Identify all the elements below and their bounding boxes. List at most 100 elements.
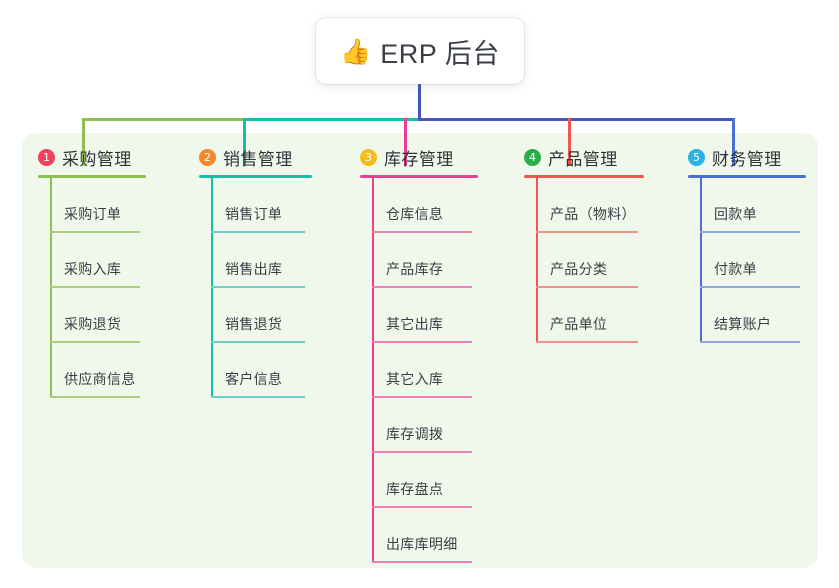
column-title: 财务管理 bbox=[712, 149, 782, 169]
menu-item-underline bbox=[536, 231, 638, 233]
menu-item-underline bbox=[372, 231, 472, 233]
menu-item-underline bbox=[372, 396, 472, 398]
menu-item[interactable]: 回款单 bbox=[688, 178, 806, 233]
column-header-5[interactable]: 5 财务管理 bbox=[688, 145, 806, 169]
column-badge-4: 4 bbox=[524, 148, 541, 166]
menu-item-label: 其它出库 bbox=[386, 316, 444, 332]
column-spine bbox=[700, 178, 702, 343]
column-spine bbox=[211, 178, 213, 398]
column-header-4[interactable]: 4 产品管理 bbox=[524, 145, 644, 169]
menu-item-label: 销售退货 bbox=[225, 316, 283, 332]
menu-item[interactable]: 其它出库 bbox=[360, 288, 478, 343]
menu-item[interactable]: 采购订单 bbox=[38, 178, 146, 233]
column-spine bbox=[372, 178, 374, 563]
column-库存管理: 3 库存管理仓库信息产品库存其它出库其它入库库存调拨库存盘点出库库明细 bbox=[360, 145, 478, 563]
menu-item-label: 库存调拨 bbox=[386, 426, 444, 442]
column-badge-1: 1 bbox=[38, 148, 55, 166]
menu-item[interactable]: 库存调拨 bbox=[360, 398, 478, 453]
column-rule bbox=[199, 175, 312, 178]
column-rule bbox=[360, 175, 478, 178]
column-items: 回款单付款单结算账户 bbox=[688, 178, 806, 343]
menu-item-label: 产品单位 bbox=[550, 316, 608, 332]
menu-item[interactable]: 付款单 bbox=[688, 233, 806, 288]
menu-item-label: 销售出库 bbox=[225, 261, 283, 277]
menu-item-label: 仓库信息 bbox=[386, 206, 444, 222]
menu-item[interactable]: 产品（物料） bbox=[524, 178, 644, 233]
menu-item-label: 采购订单 bbox=[64, 206, 122, 222]
drop-line-5 bbox=[732, 118, 735, 166]
column-items: 采购订单采购入库采购退货供应商信息 bbox=[38, 178, 146, 398]
menu-item-label: 采购入库 bbox=[64, 261, 122, 277]
menu-item-underline bbox=[372, 451, 472, 453]
drop-line-3 bbox=[404, 118, 407, 166]
menu-item[interactable]: 供应商信息 bbox=[38, 343, 146, 398]
menu-item[interactable]: 销售出库 bbox=[199, 233, 312, 288]
menu-item[interactable]: 其它入库 bbox=[360, 343, 478, 398]
menu-item[interactable]: 库存盘点 bbox=[360, 453, 478, 508]
column-spine bbox=[536, 178, 538, 343]
menu-item-underline bbox=[536, 341, 638, 343]
menu-item-underline bbox=[211, 286, 305, 288]
menu-item-label: 库存盘点 bbox=[386, 481, 444, 497]
menu-item-label: 其它入库 bbox=[386, 371, 444, 387]
drop-line-2 bbox=[243, 118, 246, 166]
menu-item[interactable]: 销售订单 bbox=[199, 178, 312, 233]
menu-item[interactable]: 产品库存 bbox=[360, 233, 478, 288]
column-title: 产品管理 bbox=[548, 149, 618, 169]
column-header-1[interactable]: 1 采购管理 bbox=[38, 145, 146, 169]
menu-item-label: 付款单 bbox=[714, 261, 757, 277]
menu-item[interactable]: 产品分类 bbox=[524, 233, 644, 288]
menu-item-underline bbox=[50, 286, 140, 288]
menu-item[interactable]: 仓库信息 bbox=[360, 178, 478, 233]
bus-segment-teal bbox=[243, 118, 421, 121]
menu-item-label: 出库库明细 bbox=[386, 536, 458, 552]
root-node[interactable]: 👍 ERP 后台 bbox=[316, 18, 524, 84]
trunk-line bbox=[418, 84, 421, 121]
menu-item-underline bbox=[50, 341, 140, 343]
menu-item[interactable]: 产品单位 bbox=[524, 288, 644, 343]
column-产品管理: 4 产品管理产品（物料） 产品分类产品单位 bbox=[524, 145, 644, 343]
menu-item[interactable]: 采购退货 bbox=[38, 288, 146, 343]
column-header-3[interactable]: 3 库存管理 bbox=[360, 145, 478, 169]
column-badge-3: 3 bbox=[360, 148, 377, 166]
column-rule bbox=[524, 175, 644, 178]
menu-item-label: 产品分类 bbox=[550, 261, 608, 277]
column-采购管理: 1 采购管理采购订单采购入库采购退货供应商信息 bbox=[38, 145, 146, 398]
menu-item-underline bbox=[372, 286, 472, 288]
diagram-panel bbox=[22, 133, 818, 568]
column-badge-5: 5 bbox=[688, 148, 705, 166]
column-rule bbox=[688, 175, 806, 178]
menu-item-underline bbox=[50, 396, 140, 398]
menu-item-label: 回款单 bbox=[714, 206, 757, 222]
menu-item[interactable]: 客户信息 bbox=[199, 343, 312, 398]
menu-item-underline bbox=[372, 561, 472, 563]
column-title: 采购管理 bbox=[62, 149, 132, 169]
menu-item-label: 结算账户 bbox=[714, 316, 772, 332]
column-spine bbox=[50, 178, 52, 398]
menu-item-label: 采购退货 bbox=[64, 316, 122, 332]
menu-item[interactable]: 采购入库 bbox=[38, 233, 146, 288]
menu-item[interactable]: 结算账户 bbox=[688, 288, 806, 343]
column-items: 销售订单销售出库销售退货客户信息 bbox=[199, 178, 312, 398]
menu-item-underline bbox=[536, 286, 638, 288]
column-title: 销售管理 bbox=[223, 149, 293, 169]
menu-item[interactable]: 出库库明细 bbox=[360, 508, 478, 563]
menu-item-label: 供应商信息 bbox=[64, 371, 136, 387]
menu-item[interactable]: 销售退货 bbox=[199, 288, 312, 343]
menu-item-underline bbox=[700, 341, 800, 343]
menu-item-label: 产品库存 bbox=[386, 261, 444, 277]
menu-item-underline bbox=[211, 396, 305, 398]
drop-line-1 bbox=[82, 118, 85, 166]
column-items: 产品（物料） 产品分类产品单位 bbox=[524, 178, 644, 343]
menu-item-label: 销售订单 bbox=[225, 206, 283, 222]
bus-segment-green bbox=[82, 118, 246, 121]
column-items: 仓库信息产品库存其它出库其它入库库存调拨库存盘点出库库明细 bbox=[360, 178, 478, 563]
menu-item-underline bbox=[700, 286, 800, 288]
menu-item-label: 客户信息 bbox=[225, 371, 283, 387]
drop-line-4 bbox=[568, 118, 571, 166]
menu-item-underline bbox=[372, 341, 472, 343]
column-title: 库存管理 bbox=[384, 149, 454, 169]
